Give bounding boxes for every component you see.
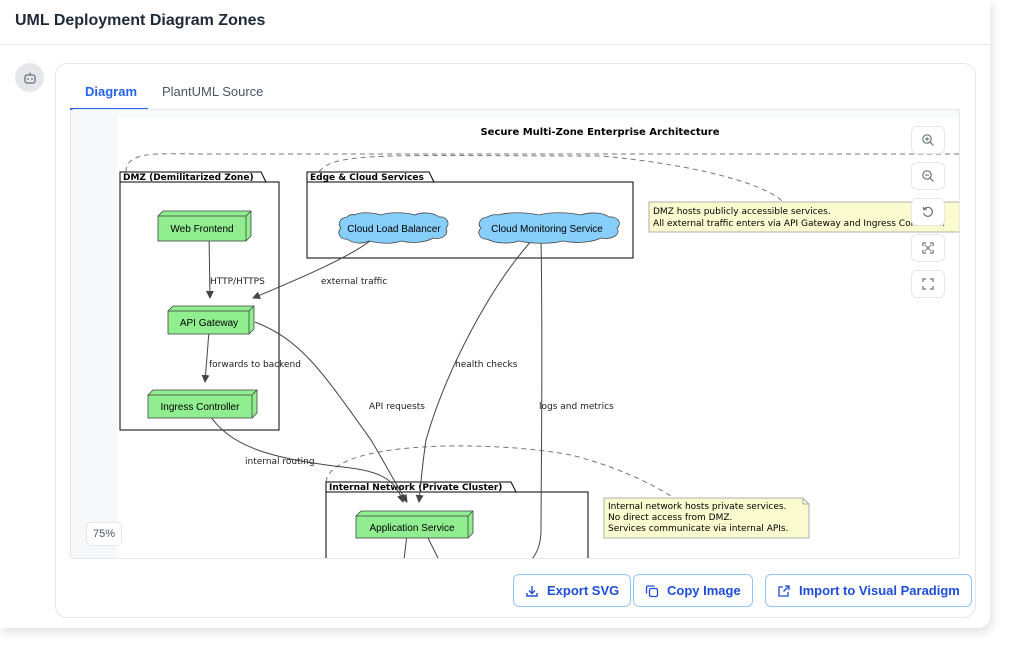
diagram-canvas[interactable]: Secure Multi-Zone Enterprise Architectur… (70, 109, 960, 559)
node-application-service-label: Application Service (369, 523, 454, 534)
reset-icon (922, 206, 933, 217)
edge-lb-to-gateway (252, 235, 377, 299)
copy-image-label: Copy Image (667, 583, 741, 598)
title-bar: UML Deployment Diagram Zones (0, 0, 990, 45)
avatar (15, 63, 44, 92)
tab-diagram[interactable]: Diagram (85, 84, 138, 99)
package-edge: Edge & Cloud Services (306, 171, 634, 259)
diagram-card: Diagram PlantUML Source Secure Multi-Zon… (55, 63, 976, 618)
edge-label-api-requests: API requests (369, 402, 425, 412)
copy-icon (645, 584, 659, 597)
export-svg-label: Export SVG (547, 583, 620, 598)
edge-gateway-to-app (254, 321, 408, 503)
edge-label-health: health checks (455, 360, 518, 370)
cloud-monitoring-service-label: Cloud Monitoring Service (491, 224, 603, 235)
fit-to-screen-button[interactable] (911, 234, 945, 262)
node-api-gateway-label: API Gateway (180, 318, 238, 329)
package-edge-label: Edge & Cloud Services (310, 173, 424, 183)
note-internal-line-1: Internal network hosts private services. (608, 502, 786, 512)
edge-monitoring-to-app (415, 237, 535, 503)
node-application-service[interactable]: Application Service (355, 510, 474, 539)
edge-label-forwards: forwards to backend (209, 360, 301, 370)
tab-plantuml-source[interactable]: PlantUML Source (162, 84, 264, 99)
copy-image-button[interactable]: Copy Image (633, 574, 753, 607)
tab-bar: Diagram PlantUML Source (70, 78, 960, 110)
bot-icon (23, 72, 36, 84)
edge-label-external: external traffic (321, 277, 387, 287)
zoom-in-button[interactable] (911, 126, 945, 154)
download-icon (526, 585, 538, 597)
zoom-level-indicator: 75% (86, 522, 122, 546)
fullscreen-button[interactable] (911, 270, 945, 298)
deployment-diagram: Secure Multi-Zone Enterprise Architectur… (71, 110, 959, 558)
node-api-gateway[interactable]: API Gateway (167, 305, 255, 335)
edge-logs-metrics (532, 237, 543, 558)
node-ingress-controller[interactable]: Ingress Controller (147, 389, 258, 419)
note-internal: Internal network hosts private services.… (603, 497, 810, 539)
edge-gateway-to-ingress (201, 330, 210, 383)
diagram-title: Secure Multi-Zone Enterprise Architectur… (480, 127, 719, 138)
app-window: UML Deployment Diagram Zones Diagram Pla… (0, 0, 990, 618)
edge-frontend-to-gateway (205, 233, 214, 299)
cloud-load-balancer-label: Cloud Load Balancer (347, 224, 441, 235)
edge-label-logs: logs and metrics (539, 402, 614, 412)
external-link-icon (778, 584, 790, 597)
import-visual-paradigm-button[interactable]: Import to Visual Paradigm (765, 574, 972, 607)
edge-label-internal-routing: internal routing (245, 457, 315, 467)
note-dmz-line-1: DMZ hosts publicly accessible services. (653, 207, 831, 217)
package-internal-label: Internal Network (Private Cluster) (329, 483, 502, 493)
note-internal-line-3: Services communicate via internal APIs. (608, 524, 788, 534)
node-web-frontend[interactable]: Web Frontend (157, 210, 252, 242)
zoom-in-icon (922, 134, 934, 146)
package-dmz-label: DMZ (Demilitarized Zone) (123, 173, 254, 183)
note-dmz-line-2: All external traffic enters via API Gate… (653, 219, 945, 229)
note-dmz: DMZ hosts publicly accessible services. … (648, 201, 959, 233)
edges (201, 233, 543, 558)
note-connector-top (125, 153, 959, 173)
fit-icon (922, 242, 934, 254)
export-svg-button[interactable]: Export SVG (513, 574, 632, 607)
zoom-out-icon (922, 170, 934, 182)
node-web-frontend-label: Web Frontend (170, 224, 233, 235)
cloud-load-balancer[interactable]: Cloud Load Balancer (338, 212, 449, 244)
reset-view-button[interactable] (911, 198, 945, 226)
cloud-monitoring-service[interactable]: Cloud Monitoring Service (478, 212, 620, 244)
note-internal-line-2: No direct access from DMZ. (608, 513, 732, 523)
edge-label-http: HTTP/HTTPS (210, 277, 265, 287)
page-title: UML Deployment Diagram Zones (15, 12, 266, 29)
node-ingress-controller-label: Ingress Controller (161, 402, 241, 413)
fullscreen-icon (922, 278, 934, 290)
import-visual-paradigm-label: Import to Visual Paradigm (799, 583, 960, 598)
zoom-out-button[interactable] (911, 162, 945, 190)
edge-ingress-to-app (208, 413, 405, 503)
